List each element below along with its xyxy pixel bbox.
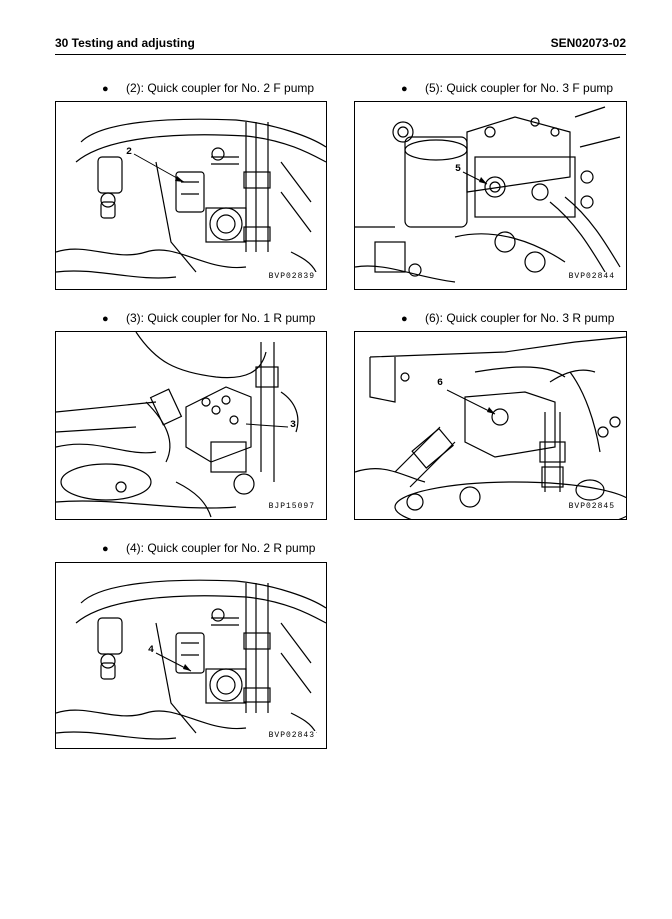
- figure-code: BVP02839: [267, 272, 316, 281]
- line-drawing: [56, 332, 299, 518]
- callout-number: 2: [126, 147, 133, 158]
- caption-text: (6): Quick coupler for No. 3 R pump: [425, 311, 615, 325]
- callout-number: 3: [290, 420, 297, 431]
- figure-illustration-no2-r-pump: 4 BVP02843: [55, 562, 327, 749]
- figure-caption: ● (3): Quick coupler for No. 1 R pump: [102, 310, 315, 326]
- caption-text: (3): Quick coupler for No. 1 R pump: [126, 311, 316, 325]
- bullet-icon: ●: [401, 313, 408, 325]
- figure-illustration-no1-r-pump: 3 BJP15097: [55, 331, 327, 520]
- bullet-icon: ●: [102, 313, 109, 325]
- bullet-icon: ●: [102, 543, 109, 555]
- callout-number: 5: [455, 164, 462, 175]
- figure-code: BVP02843: [267, 731, 316, 740]
- figure-code: BJP15097: [267, 502, 316, 511]
- caption-text: (2): Quick coupler for No. 2 F pump: [126, 81, 315, 95]
- figure-illustration-no2-f-pump: 2 BVP02839: [55, 101, 327, 290]
- figure-illustration-no3-r-pump: 6 BVP02845: [354, 331, 627, 520]
- callout-number: 6: [437, 378, 444, 389]
- line-drawing: [355, 106, 621, 283]
- figure-code: BVP02844: [567, 272, 616, 281]
- document-code: SEN02073-02: [550, 36, 626, 50]
- page-header: 30 Testing and adjusting SEN02073-02: [55, 34, 626, 55]
- bullet-icon: ●: [102, 83, 109, 95]
- line-drawing: [355, 336, 626, 519]
- figure-caption: ● (2): Quick coupler for No. 2 F pump: [102, 80, 314, 96]
- section-title: 30 Testing and adjusting: [55, 36, 195, 50]
- callout-number: 4: [148, 645, 155, 656]
- bullet-icon: ●: [401, 83, 408, 95]
- figure-code: BVP02845: [567, 502, 616, 511]
- caption-text: (4): Quick coupler for No. 2 R pump: [126, 541, 316, 555]
- figure-caption: ● (4): Quick coupler for No. 2 R pump: [102, 540, 315, 556]
- line-drawing: [56, 118, 326, 279]
- figure-caption: ● (6): Quick coupler for No. 3 R pump: [401, 310, 614, 326]
- figure-caption: ● (5): Quick coupler for No. 3 F pump: [401, 80, 613, 96]
- line-drawing: [56, 579, 326, 740]
- caption-text: (5): Quick coupler for No. 3 F pump: [425, 81, 614, 95]
- figure-illustration-no3-f-pump: 5 BVP02844: [354, 101, 627, 290]
